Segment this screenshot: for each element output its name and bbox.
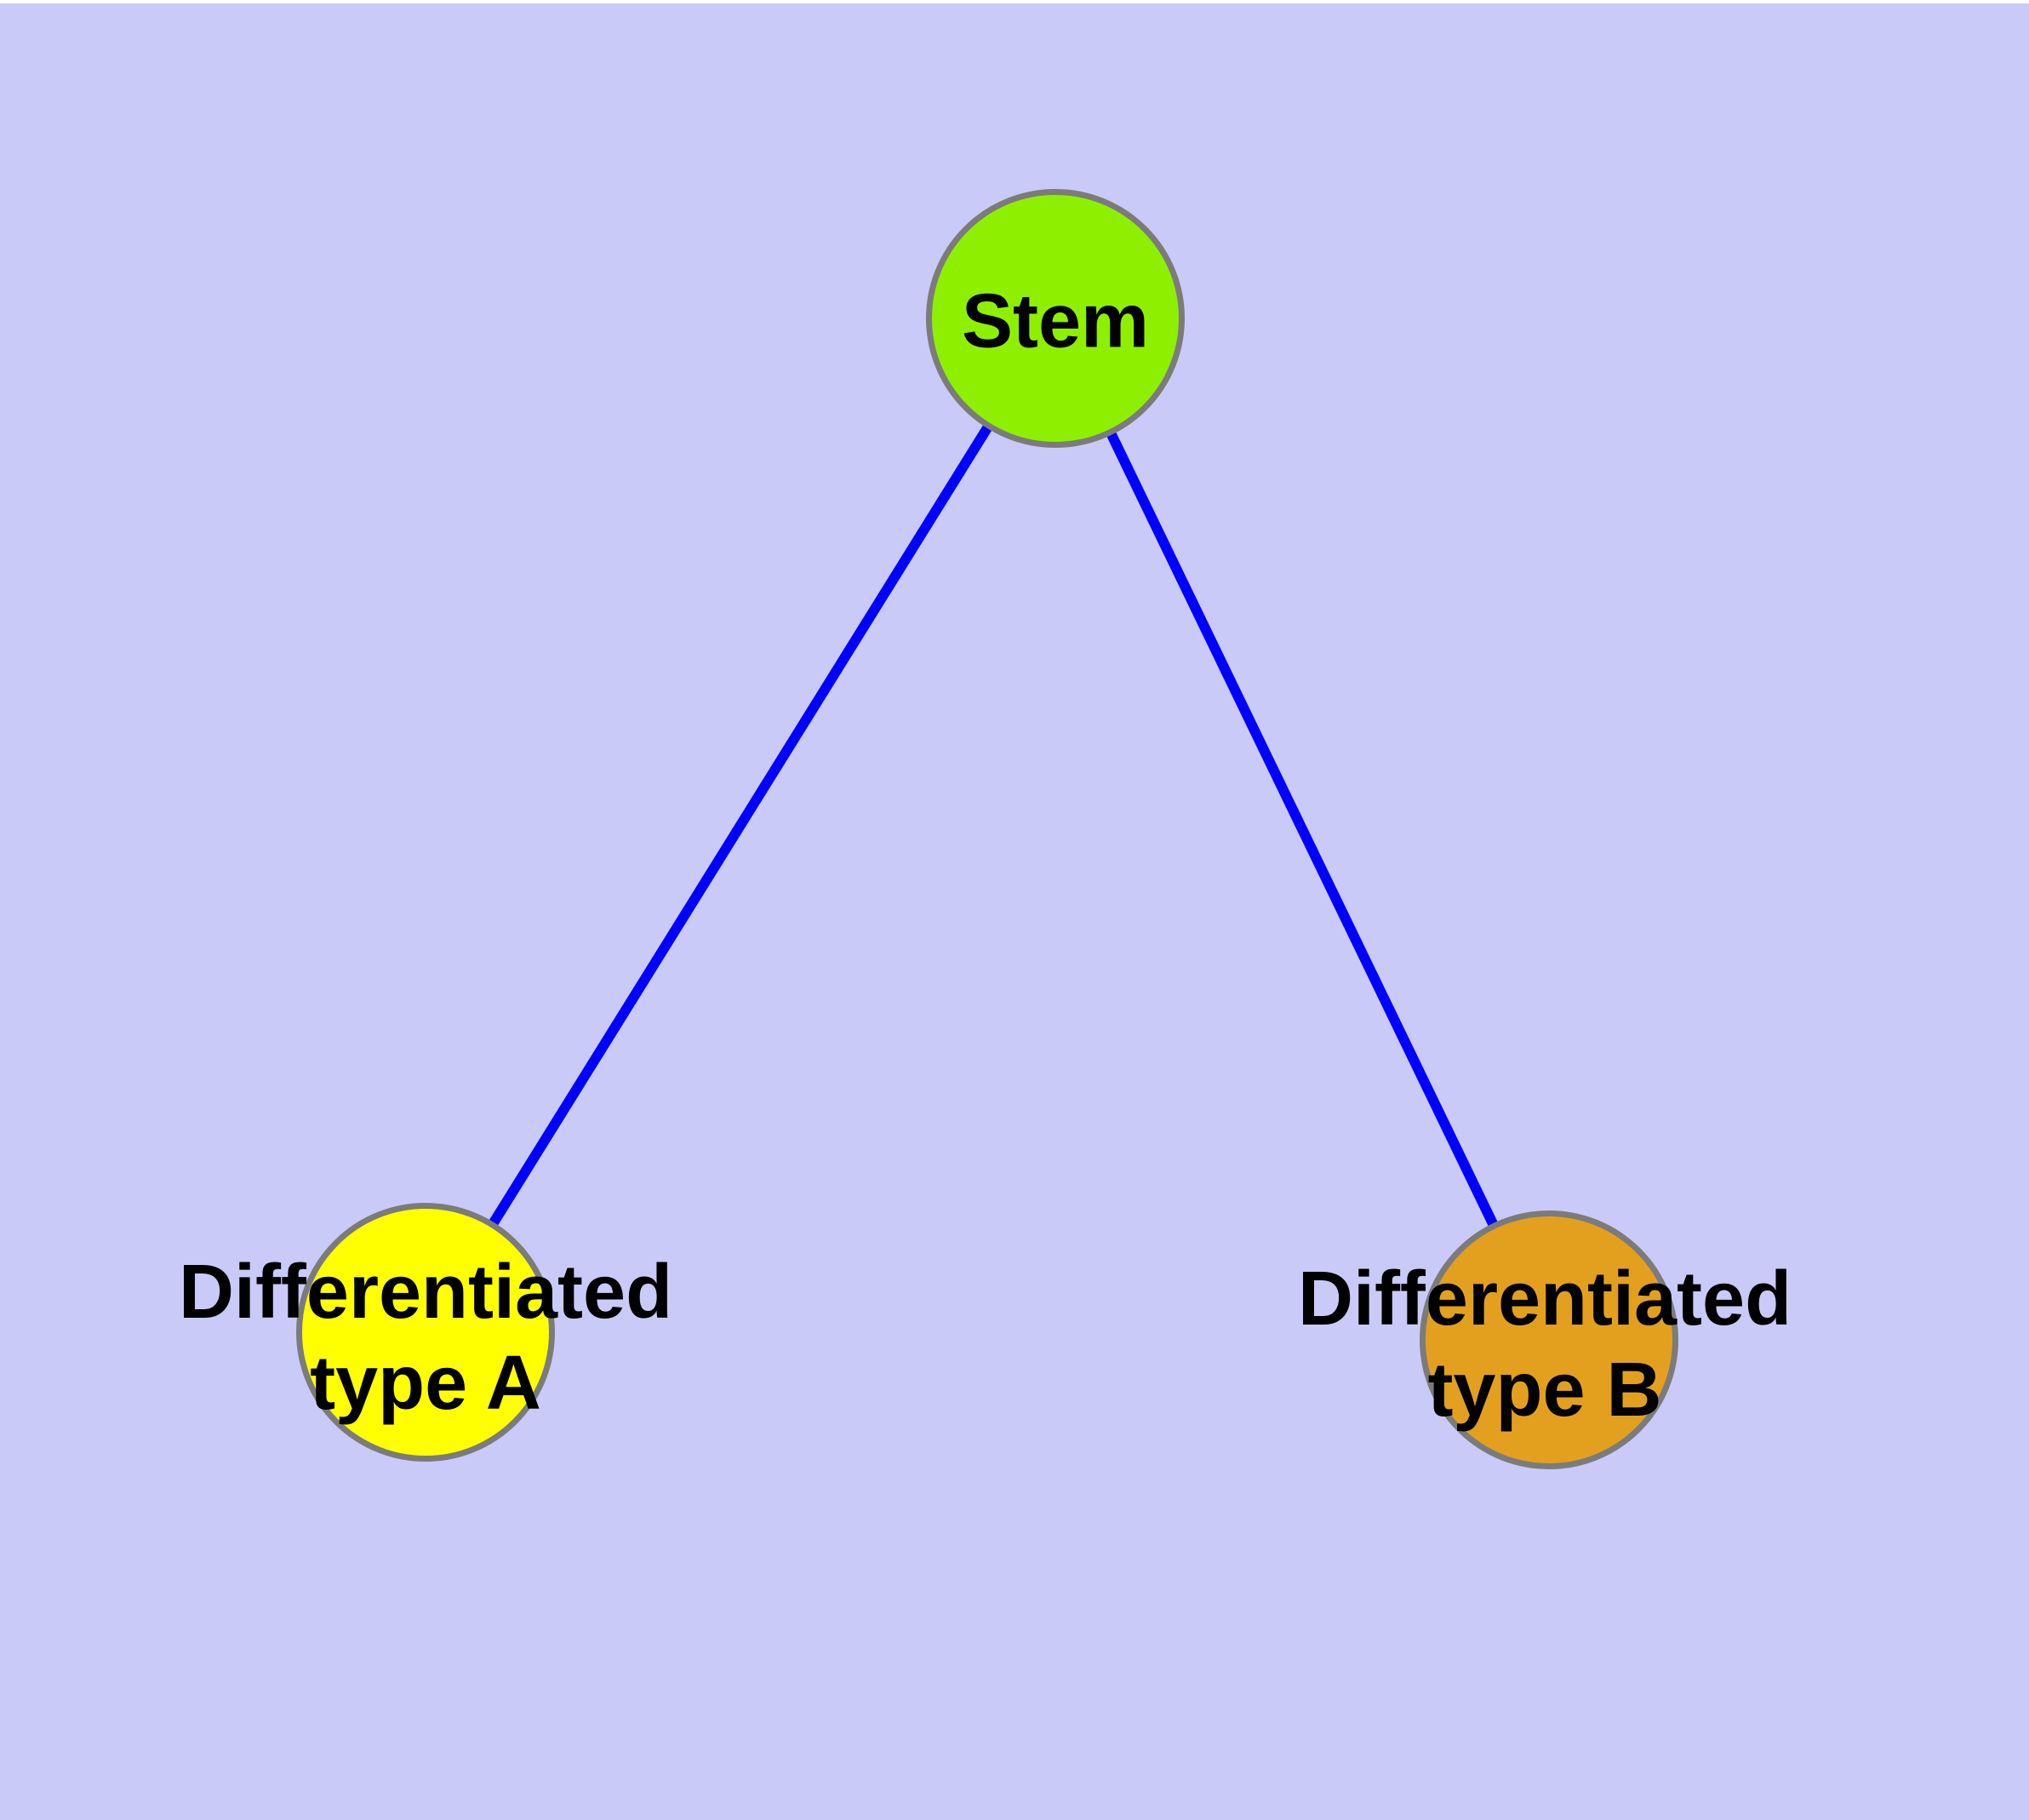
node-stem bbox=[926, 189, 1185, 448]
edge-stem-to-type-b bbox=[1050, 316, 1554, 1342]
node-label-differentiated-type-a: Differentiated type A bbox=[178, 1250, 673, 1426]
node-differentiated-type-b bbox=[1420, 1210, 1678, 1469]
node-differentiated-type-a bbox=[296, 1203, 555, 1462]
edge-stem-to-type-a bbox=[420, 315, 1060, 1336]
top-border-strip bbox=[0, 0, 2029, 3]
node-label-stem: Stem bbox=[961, 278, 1150, 364]
node-label-differentiated-type-b: Differentiated type B bbox=[1297, 1256, 1792, 1433]
